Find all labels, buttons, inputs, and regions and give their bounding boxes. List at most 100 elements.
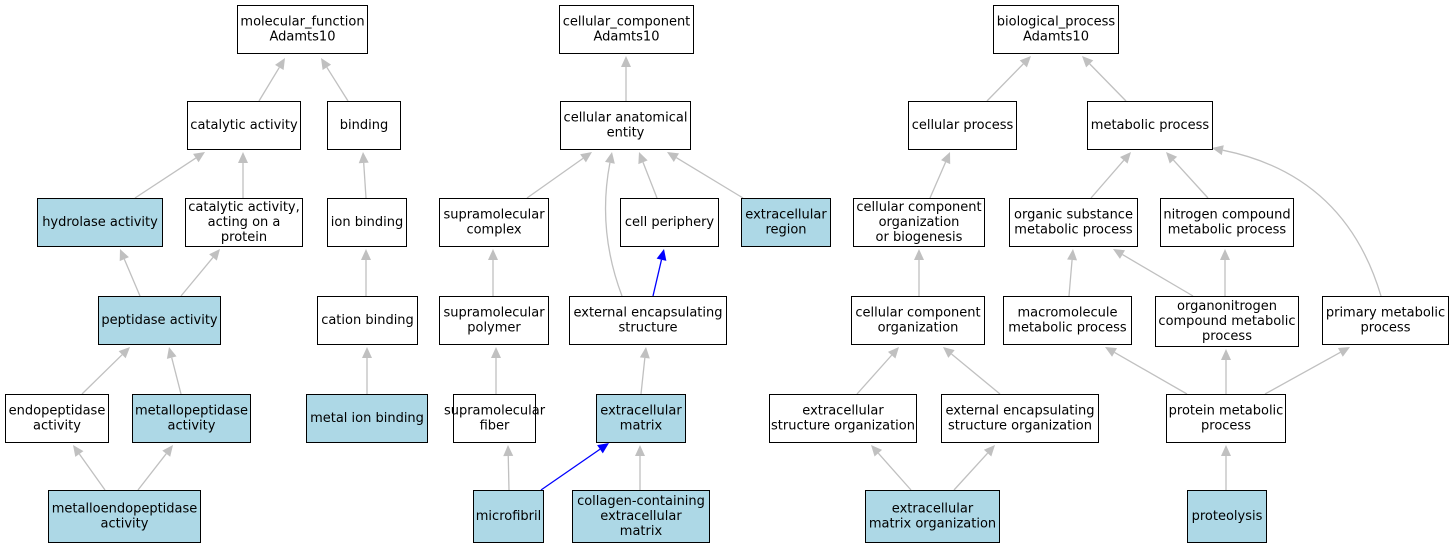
edge-arrowhead [118,347,130,359]
edge-catalytic-to-mf_root [258,58,285,102]
node-label-line: extracellular [892,502,974,517]
edge-line [363,162,367,199]
node-label-line: hydrolase activity [42,215,158,230]
node-label-line: protein metabolic [1169,404,1284,419]
node-label-line: activity [168,419,216,434]
node-microfibril[interactable]: microfibril [473,490,544,543]
node-cell_periphery[interactable]: cell periphery [620,198,719,247]
edge-arrowhead [667,152,679,162]
edge-primary_metabolic-to-metabolic_process [1212,145,1382,297]
node-label-line: compound metabolic [1158,314,1295,329]
edge-arrowhead [1120,152,1131,164]
node-ion_binding[interactable]: ion binding [327,198,407,247]
node-label-line: Adamts10 [270,30,336,45]
node-metal_ion[interactable]: metal ion binding [306,394,428,443]
node-cellular_process[interactable]: cellular process [908,101,1017,150]
node-hydrolase[interactable]: hydrolase activity [37,198,163,247]
edge-binding-to-mf_root [321,58,349,102]
node-box [1187,490,1267,543]
node-label-line: matrix [620,524,663,539]
node-label-line: metalloendopeptidase [52,502,198,517]
node-label-line: cellular component [856,200,981,215]
edge-metallopeptidase-to-peptidase [166,347,182,395]
node-binding[interactable]: binding [327,101,401,150]
edge-arrowhead [73,445,84,457]
edge-arrowhead [1067,249,1078,261]
node-peptidase[interactable]: peptidase activity [98,296,221,345]
edge-arrowhead [238,152,248,163]
edge-line [81,354,123,395]
node-label-line: acting on a [208,215,281,230]
edge-supra_fiber-to-supra_polymer [491,347,501,394]
node-metabolic_process[interactable]: metabolic process [1087,101,1213,150]
edge-line [1222,149,1382,297]
edge-arrowhead [983,445,995,457]
node-label-line: activity [33,419,81,434]
edge-arrowhead [638,152,648,165]
edge-arrowhead [1220,249,1230,260]
edge-cation_binding-to-ion_binding [361,249,371,296]
node-label-line: polymer [467,321,521,336]
edge-arrowhead [362,347,372,358]
edge-ext_struct_org-to-cc_org [856,347,899,395]
edge-metal_ion-to-cation_binding [362,347,372,394]
node-box [596,394,686,443]
edge-cat_protein-to-catalytic [238,152,248,198]
edge-arrowhead [166,347,177,359]
node-label-line: cation binding [321,313,414,328]
edge-peptidase-to-hydrolase [119,249,141,297]
edge-arrowhead [1212,145,1224,156]
edge-ecm_org-to-ext_struct_org [871,445,912,491]
node-label-line: supramolecular [443,306,545,321]
edge-line [1122,254,1194,297]
edge-cell_periphery-to-cae [638,152,658,199]
edge-line [953,452,989,491]
edge-arrowhead [639,347,650,359]
edge-supra_complex-to-cae [526,152,592,199]
node-cation_binding[interactable]: cation binding [317,296,418,345]
node-label-line: collagen-containing [577,494,705,509]
edge-arrowhead [943,347,955,358]
edges-layer [73,56,1382,491]
node-label-line: activity [101,517,149,532]
edge-arrowhead [491,347,501,358]
node-label-line: Adamts10 [1023,30,1089,45]
node-box [1009,198,1138,247]
node-catalytic[interactable]: catalytic activity [187,101,301,150]
edge-proteolysis-to-protein_metabolic [1221,445,1231,490]
node-label-line: microfibril [476,509,541,524]
node-box [853,198,985,247]
edge-arrowhead [597,443,609,454]
edge-arrowhead [162,445,173,457]
edge-microfibril-to-ecm [540,443,609,491]
node-box [741,198,831,247]
node-proteolysis[interactable]: proteolysis [1187,490,1267,543]
